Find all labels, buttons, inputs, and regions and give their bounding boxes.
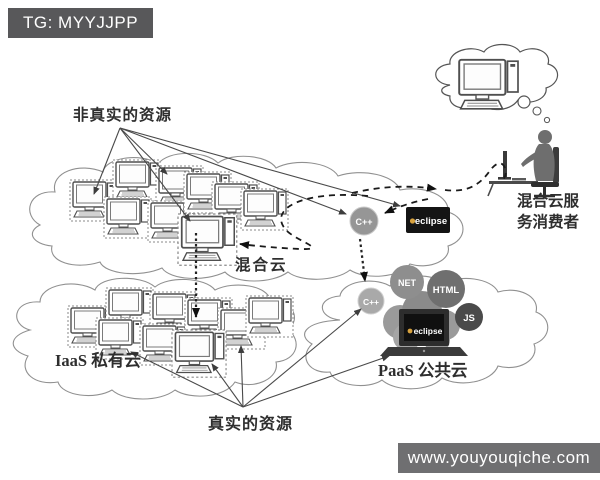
consumer-person [487, 130, 559, 198]
connector-arrows [93, 127, 507, 408]
iaas-private-cloud-label: IaaS 私有云 [55, 351, 141, 370]
hybrid-cloud-label: 混合云 [235, 257, 288, 274]
tg-badge: TG: MYYJJPP [8, 8, 154, 38]
computer-icon [240, 188, 289, 231]
thought-trail-bubble [517, 95, 531, 109]
computer-icon [103, 196, 152, 239]
svg-text:C++: C++ [363, 297, 379, 307]
thought-computer [458, 58, 519, 110]
cpp-paas-icon: C++ [357, 287, 385, 315]
dotted-vertical-links [192, 233, 368, 318]
computer-icon [171, 329, 227, 378]
paas-laptop-icon: eclipse [380, 309, 468, 356]
thought-trail-bubble [543, 116, 551, 124]
consumer-label-line1: 混合云服 [516, 193, 579, 210]
svg-text:NET: NET [398, 278, 417, 288]
computer-icon [458, 58, 519, 110]
real-resources-label: 真实的资源 [208, 416, 294, 433]
computer-icon [95, 317, 144, 360]
paas-public-cloud-label: PaaS 公共云 [378, 361, 468, 380]
iaas-cloud-computers [67, 287, 294, 378]
html-icon: HTML [427, 270, 465, 308]
thought-trail-bubble [532, 106, 542, 116]
cpp-icon: C++ [349, 206, 379, 236]
virtual-resources-label: 非真实的资源 [73, 107, 173, 124]
watermark-badge: www.youyouqiche.com [398, 443, 600, 473]
eclipse-icon: eclipse [406, 207, 450, 233]
consumer-label-line2: 务消费者 [516, 213, 579, 231]
svg-text:eclipse: eclipse [414, 326, 443, 336]
computer-icon [112, 159, 161, 202]
svg-text:eclipse: eclipse [415, 216, 447, 227]
office-chair-icon [531, 147, 559, 198]
computer-icon [69, 179, 118, 222]
net-icon: NET [390, 265, 424, 299]
svg-text:HTML: HTML [433, 285, 460, 296]
hybrid-cloud-computers [69, 159, 289, 266]
consumer-label: 混合云服 务消费者 [501, 192, 595, 234]
svg-text:JS: JS [463, 313, 475, 324]
consumer-dashed-links [239, 162, 507, 250]
svg-text:C++: C++ [355, 217, 372, 227]
computer-icon [177, 213, 238, 266]
real-resources-arrows [130, 308, 390, 408]
person-silhouette [521, 130, 555, 181]
computer-icon [245, 295, 294, 338]
js-icon: JS [455, 303, 483, 331]
